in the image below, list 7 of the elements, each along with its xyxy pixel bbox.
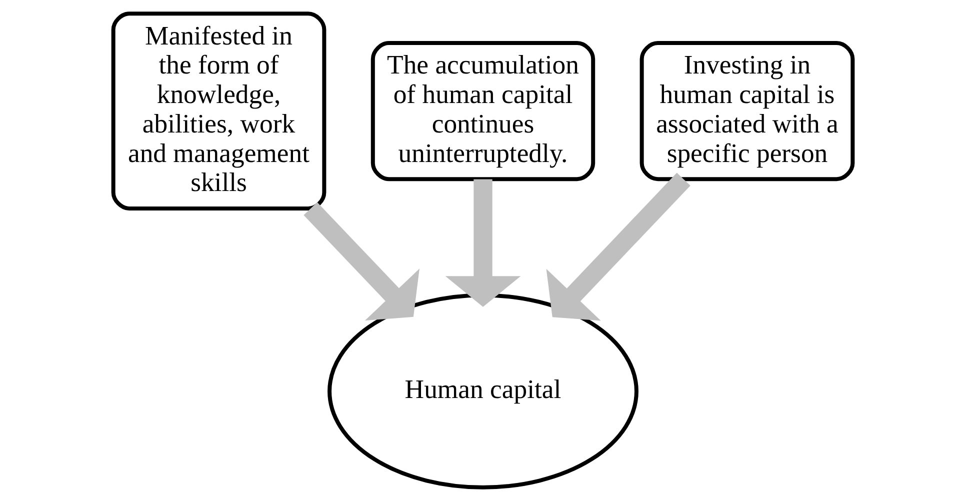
arrow [445, 179, 521, 307]
node-ellipse: Human capital [328, 293, 638, 490]
arrow [546, 172, 690, 321]
node-box: Manifested in the form of knowledge, abilities, work and management skills [111, 12, 326, 210]
node-box: Investing in human capital is associated with a specific person [640, 40, 855, 182]
node-box: The accumulation of human capital continues uninterruptedly. [370, 40, 596, 182]
arrow [304, 202, 420, 321]
